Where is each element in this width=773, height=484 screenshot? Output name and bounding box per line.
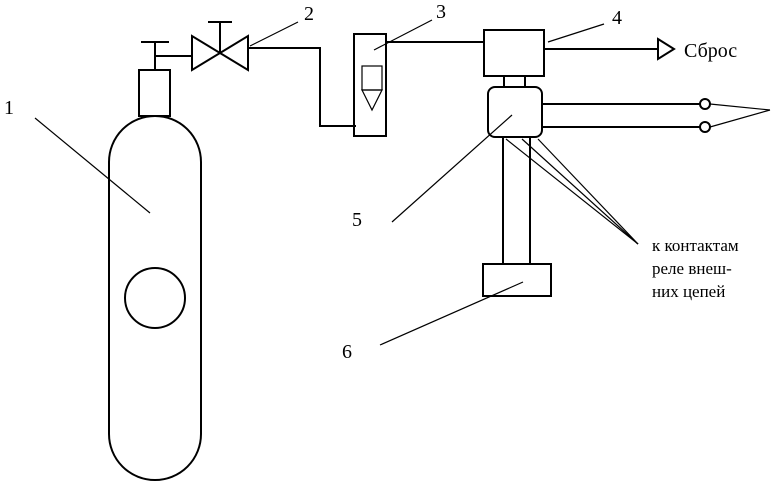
note-line-3: них цепей [652, 282, 725, 301]
shutoff-valve [191, 21, 249, 72]
gas-cylinder [108, 41, 202, 481]
relay-block [482, 263, 552, 297]
note-line-2: реле внеш- [652, 259, 732, 278]
pipe-valve-to-flowmeter [248, 47, 356, 127]
label-exhaust: Сброс [684, 40, 737, 62]
label-3: 3 [436, 1, 446, 23]
note-line-1: к контактам [652, 236, 739, 255]
leader-lines [34, 19, 639, 346]
gas-chamber-block [483, 29, 676, 87]
label-1: 1 [4, 97, 14, 119]
flowmeter [353, 33, 387, 137]
label-6: 6 [342, 341, 352, 363]
label-4: 4 [612, 7, 622, 29]
label-2: 2 [304, 3, 314, 25]
label-5: 5 [352, 209, 362, 231]
